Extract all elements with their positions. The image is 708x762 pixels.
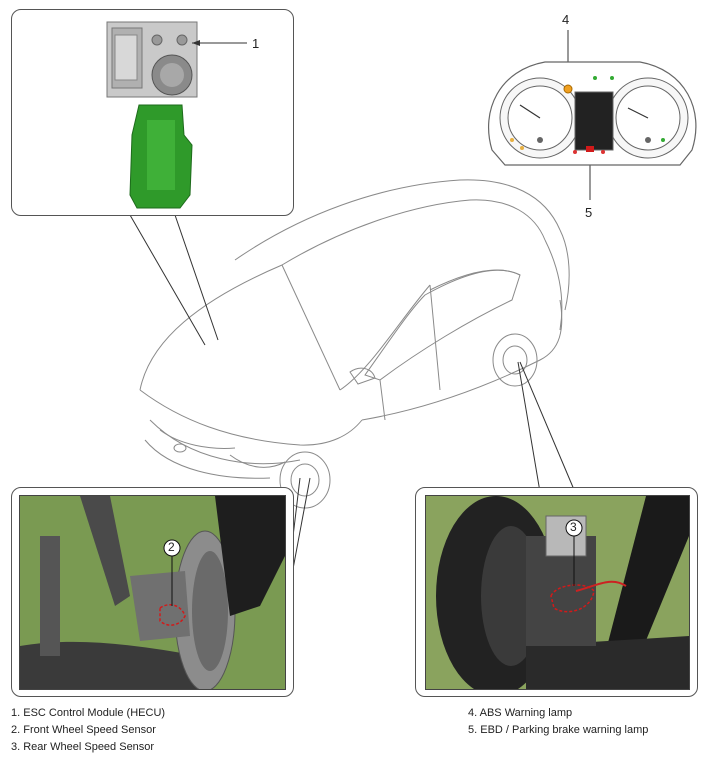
legend-item-1: 1. ESC Control Module (HECU) xyxy=(11,707,166,719)
hecu-module-image xyxy=(106,21,247,209)
legend-item-2: 2. Front Wheel Speed Sensor xyxy=(11,724,156,736)
callout-5: 5 xyxy=(585,205,593,220)
rear-sensor-panel: 3 xyxy=(415,487,698,697)
front-wheel-photo: 2 xyxy=(19,495,286,690)
legend-item-5: 5. EBD / Parking brake warning lamp xyxy=(468,724,649,736)
legend-item-3: 3. Rear Wheel Speed Sensor xyxy=(11,741,155,753)
callout-1: 1 xyxy=(252,36,260,51)
legend-item-4: 4. ABS Warning lamp xyxy=(468,707,573,719)
front-sensor-panel: 2 xyxy=(11,487,294,697)
callout-4: 4 xyxy=(562,12,570,27)
legend-left: 1. ESC Control Module (HECU) 2. Front Wh… xyxy=(11,705,165,756)
hecu-panel: 1 xyxy=(11,9,294,216)
legend-right: 4. ABS Warning lamp 5. EBD / Parking bra… xyxy=(468,705,648,739)
callout-2: 2 xyxy=(168,540,175,554)
callout-3: 3 xyxy=(570,520,577,534)
rear-wheel-photo: 3 xyxy=(425,495,690,690)
